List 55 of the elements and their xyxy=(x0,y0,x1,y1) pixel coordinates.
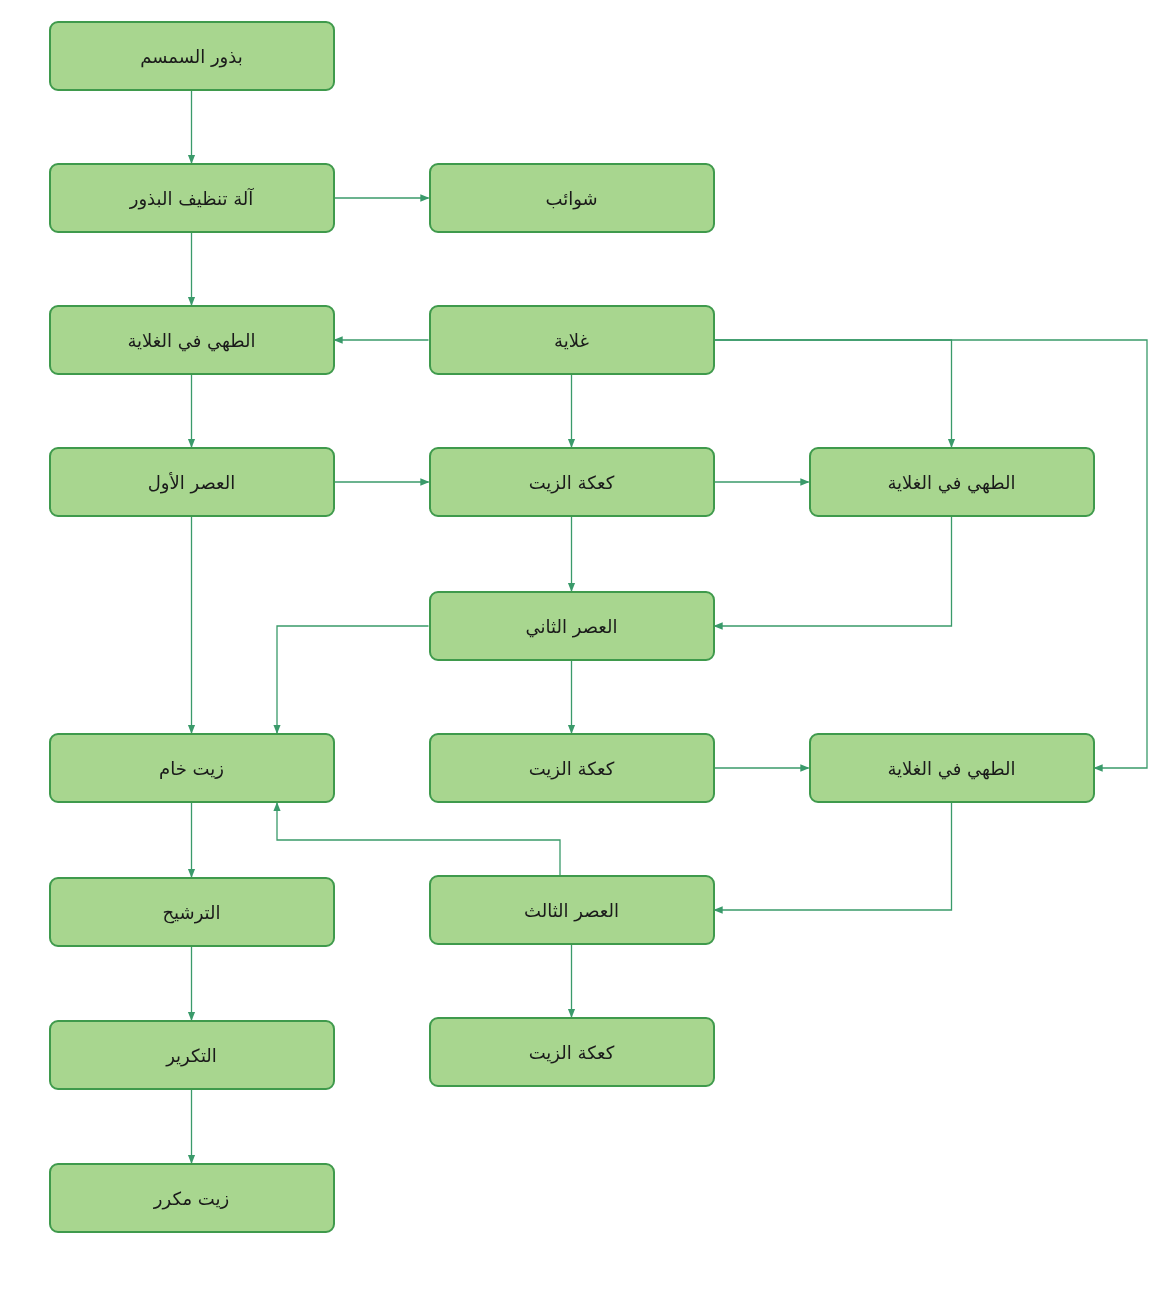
arrow xyxy=(713,478,810,486)
arrow xyxy=(187,232,196,306)
arrow xyxy=(187,516,196,734)
step-label: بذور السمسم xyxy=(140,45,243,67)
step-label: الطهي في الغلاية xyxy=(127,329,256,351)
arrow xyxy=(187,374,196,448)
step-label: العصر الأول xyxy=(147,471,236,493)
arrow xyxy=(567,660,576,734)
step-label: كعكة الزيت xyxy=(528,471,615,493)
process-box xyxy=(48,305,335,375)
process-box xyxy=(428,875,715,945)
arrow xyxy=(567,944,576,1018)
step-label: العصر الثاني xyxy=(525,615,618,637)
arrow xyxy=(713,764,810,772)
arrow xyxy=(567,516,576,592)
process-box xyxy=(428,163,715,233)
arrow xyxy=(333,336,430,344)
process-box xyxy=(48,877,335,947)
step-label: آلة تنظيف البذور xyxy=(129,187,254,209)
process-box xyxy=(48,1020,335,1090)
arrow xyxy=(273,625,430,734)
step-label: شوائب xyxy=(545,187,598,209)
process-box xyxy=(428,1017,715,1087)
arrow xyxy=(333,194,430,202)
arrow xyxy=(187,946,196,1021)
step-label: كعكة الزيت xyxy=(528,757,615,779)
process-box xyxy=(428,733,715,803)
step-label: التكرير xyxy=(166,1044,217,1066)
process-box xyxy=(428,591,715,661)
arrow xyxy=(187,802,196,878)
arrow xyxy=(567,374,576,448)
step-label: زيت خام xyxy=(159,757,224,779)
process-box xyxy=(808,447,1095,517)
process-box xyxy=(48,733,335,803)
arrow xyxy=(187,90,196,164)
process-box xyxy=(48,21,335,91)
step-label: غلاية xyxy=(554,329,589,351)
process-box xyxy=(428,447,715,517)
arrow xyxy=(333,478,430,486)
step-label: الترشيح xyxy=(162,901,221,923)
step-label: العصر الثالث xyxy=(524,899,619,921)
arrow xyxy=(713,516,953,630)
step-label: الطهي في الغلاية xyxy=(887,471,1016,493)
process-box xyxy=(48,1163,335,1233)
process-box xyxy=(808,733,1095,803)
arrow xyxy=(713,339,1148,772)
process-box xyxy=(428,305,715,375)
step-label: كعكة الزيت xyxy=(528,1041,615,1063)
arrow xyxy=(187,1089,196,1164)
process-box xyxy=(48,447,335,517)
process-box xyxy=(48,163,335,233)
step-label: زيت مكرر xyxy=(153,1187,230,1209)
step-label: الطهي في الغلاية xyxy=(887,757,1016,779)
arrow xyxy=(713,802,953,914)
arrow xyxy=(273,802,561,876)
